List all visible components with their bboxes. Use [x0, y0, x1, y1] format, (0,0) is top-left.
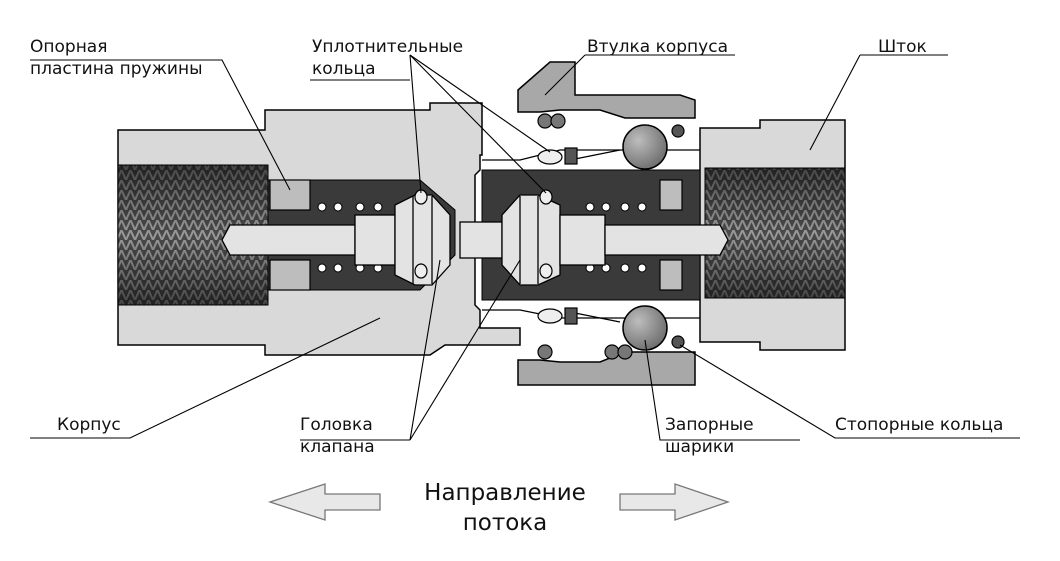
seal-rings — [414, 147, 578, 325]
spring-coils — [317, 202, 647, 273]
label-spring-support-plate: Опорная пластина пружины — [30, 37, 203, 79]
locking-balls — [622, 124, 668, 351]
flow-arrow-left — [267, 483, 381, 521]
label-valve-head: Головка клапана — [300, 415, 375, 457]
right-thread — [704, 167, 846, 299]
sleeve-o-rings — [537, 113, 633, 360]
flow-arrow-right — [619, 483, 731, 521]
label-seal-rings: Уплотнительные кольца — [312, 37, 464, 79]
label-locking-balls: Запорные шарики — [665, 415, 754, 457]
flow-direction-caption: Направление потока — [424, 480, 586, 536]
label-stem: Шток — [878, 37, 927, 57]
label-retaining-rings: Стопорные кольца — [835, 415, 1004, 435]
label-body: Корпус — [57, 415, 121, 435]
right-valve-head — [459, 194, 729, 286]
label-body-sleeve: Втулка корпуса — [587, 37, 728, 57]
spring-support-plate — [269, 179, 683, 291]
left-valve-head — [221, 194, 451, 286]
leader-lines — [30, 54, 1020, 441]
